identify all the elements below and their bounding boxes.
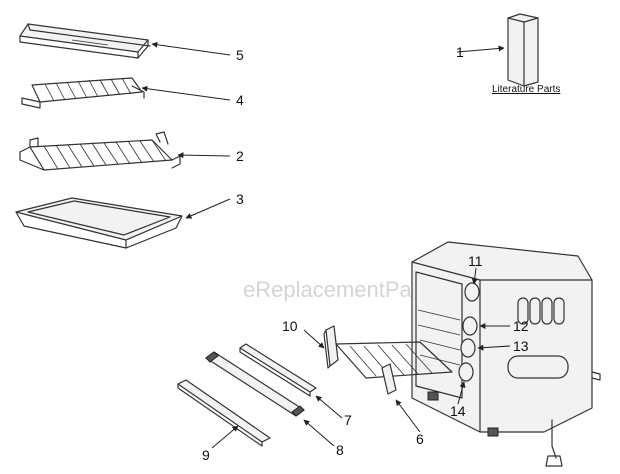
callout-1: 1	[456, 44, 464, 60]
part-4-small-rack[interactable]	[21, 77, 145, 109]
callout-2: 2	[236, 148, 244, 164]
callout-12: 12	[513, 318, 529, 334]
knob-12	[462, 316, 478, 336]
callout-6: 6	[416, 431, 424, 447]
part-3-baking-pan[interactable]	[15, 197, 183, 249]
callout-10: 10	[282, 318, 298, 334]
callout-7: 7	[344, 412, 352, 428]
part-5-crumb-tray[interactable]	[19, 23, 151, 59]
callout-8: 8	[336, 442, 344, 458]
part-10-handle[interactable]	[323, 325, 339, 369]
knob-11	[464, 282, 480, 302]
part-6-rack-handle[interactable]	[381, 363, 397, 395]
callout-14: 14	[450, 403, 466, 419]
part-1-literature[interactable]	[507, 13, 539, 87]
part-8-element[interactable]	[205, 351, 305, 417]
leader-lines	[141, 41, 511, 449]
literature-parts-label: Literature Parts	[492, 84, 560, 95]
callout-9: 9	[202, 447, 210, 463]
callout-11: 11	[468, 253, 483, 269]
knob-13	[460, 338, 476, 358]
part-2-wire-rack[interactable]	[19, 131, 181, 171]
toaster-oven[interactable]	[411, 241, 601, 467]
callout-5: 5	[236, 47, 244, 63]
knob-14	[458, 362, 474, 382]
callout-4: 4	[236, 92, 244, 108]
callout-3: 3	[236, 191, 244, 207]
part-7-bar[interactable]	[239, 343, 317, 397]
part-9-element-rod[interactable]	[177, 379, 271, 447]
callout-13: 13	[513, 338, 529, 354]
